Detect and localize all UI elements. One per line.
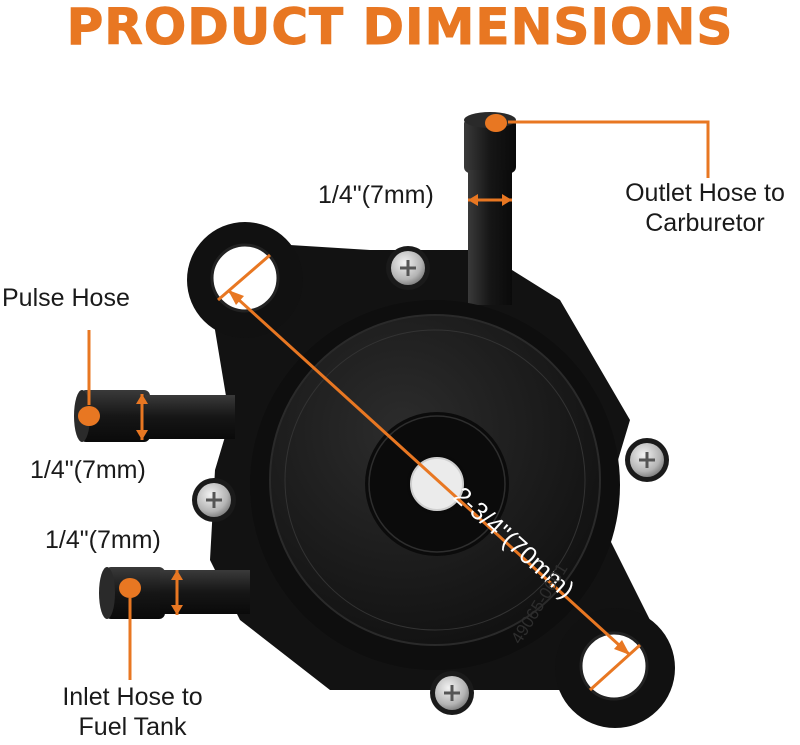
screw-right bbox=[625, 438, 669, 482]
inlet-size-label: 1/4"(7mm) bbox=[45, 526, 161, 554]
inlet-hose-label-line2: Fuel Tank bbox=[78, 713, 187, 741]
filter-screen bbox=[407, 454, 467, 514]
outlet-leader-line bbox=[508, 120, 710, 178]
inlet-hose-label: Inlet Hose to Fuel Tank bbox=[30, 682, 235, 742]
pulse-size-label: 1/4"(7mm) bbox=[30, 456, 146, 484]
page-title: PRODUCT DIMENSIONS bbox=[66, 0, 734, 56]
pulse-hose-label: Pulse Hose bbox=[2, 284, 130, 312]
inlet-hose-label-line1: Inlet Hose to bbox=[62, 683, 203, 711]
outlet-size-label: 1/4"(7mm) bbox=[318, 181, 434, 209]
outlet-hose-label-line2: Carburetor bbox=[645, 209, 765, 237]
outlet-hose bbox=[464, 112, 516, 305]
screw-left bbox=[192, 478, 236, 522]
pulse-hose bbox=[74, 390, 235, 442]
dimension-lines bbox=[87, 120, 710, 692]
outlet-hose-label: Outlet Hose to Carburetor bbox=[610, 178, 800, 238]
screw-bottom bbox=[430, 671, 474, 715]
diagonal-arrow bbox=[226, 288, 632, 657]
screw-top bbox=[386, 246, 430, 290]
outlet-hose-label-line1: Outlet Hose to bbox=[625, 179, 785, 207]
